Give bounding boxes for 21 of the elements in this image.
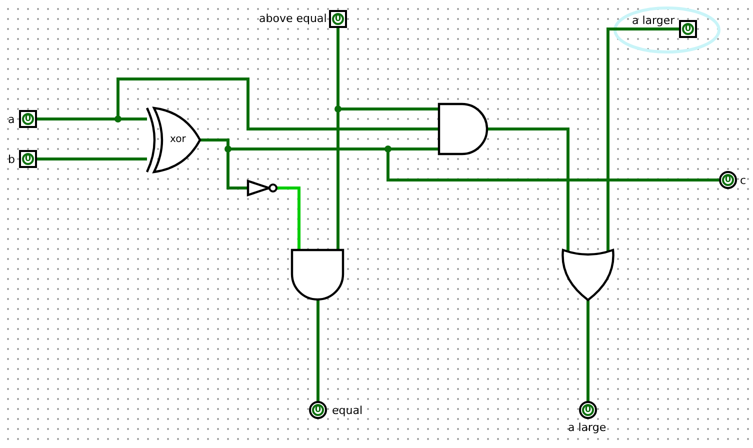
wire <box>277 186 300 250</box>
pin-label: equal <box>332 404 363 417</box>
pin-label: b <box>8 153 15 166</box>
pin-label: c <box>740 174 746 187</box>
input-pin <box>679 20 697 38</box>
wire <box>316 300 320 401</box>
wire <box>488 128 570 252</box>
output-pin <box>579 401 597 419</box>
wire <box>37 158 149 160</box>
pin-label: a <box>8 113 15 126</box>
wire <box>606 28 679 252</box>
input-pin <box>329 10 347 28</box>
pin-label: a large <box>568 421 606 434</box>
input-pin <box>19 110 37 128</box>
wire <box>586 300 590 401</box>
output-pin <box>309 401 327 419</box>
output-pin <box>719 171 737 189</box>
gate-label: xor <box>170 134 186 146</box>
pin-label: above equal <box>259 12 327 25</box>
pin-label: a larger <box>632 14 675 27</box>
input-pin <box>19 150 37 168</box>
